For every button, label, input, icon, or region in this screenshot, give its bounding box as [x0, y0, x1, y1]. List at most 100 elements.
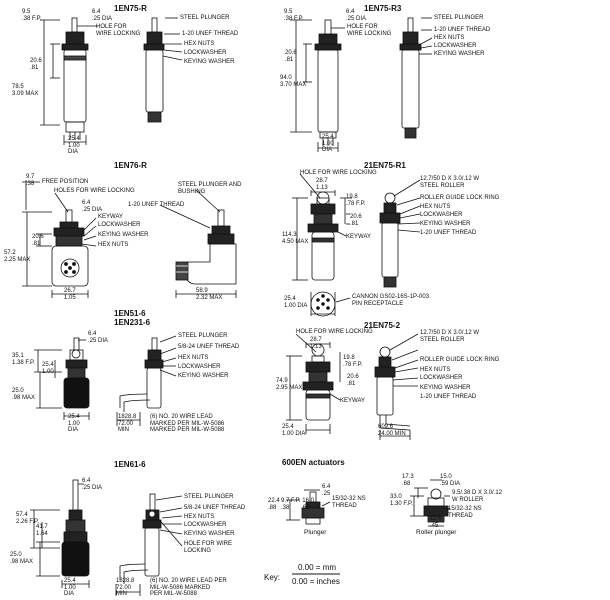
label-1en51-keying: KEYING WASHER [178, 373, 229, 379]
dim-1en51-bottom: 25.4 1.00 DIA [68, 414, 80, 433]
dim-21en752-lead: 609.6 24.00 MIN [378, 424, 406, 437]
title-1en61-6: 1EN61-6 [114, 460, 146, 469]
switch-21en75-2-drawing [286, 333, 419, 440]
dim-1en75r-bottom: 25.4 1.00 DIA [68, 136, 80, 155]
label-1en76r-lockwasher: LOCKWASHER [98, 222, 141, 228]
label-21en75r1-guide: ROLLER GUIDE LOCK RING [420, 195, 500, 201]
label-1en76r-plunger-bushing: STEEL PLUNGER AND BUSHING [178, 182, 242, 195]
dim-roller-bottom: 11.4 .45 [430, 516, 442, 529]
label-roller-spec: 9.5/.38 D X 3.0/.12 W ROLLER [452, 490, 503, 503]
label-21en752-thread: 1-20 UNEF THREAD [420, 394, 477, 400]
title-21en75-2: 21EN75-2 [364, 321, 401, 330]
label-1en75r3-hex: HEX NUTS [434, 35, 465, 41]
label-1en61-hole: HOLE FOR WIRE LOCKING [184, 541, 233, 554]
dim-21en752-top: 28.7 1.13 [310, 337, 322, 350]
label-21en752-guide: ROLLER GUIDE LOCK RING [420, 357, 500, 363]
dim-1en75r-side: 20.6 .81 [30, 58, 42, 71]
label-21en75r1-cannon: CANNON GS02-16S-1P-003 PIN RECEPTACLE [352, 294, 430, 307]
label-21en75r1-thread: 1-20 UNEF THREAD [420, 230, 477, 236]
label-21en75r1-keyway: KEYWAY [346, 234, 372, 240]
dim-21en752-dia: 25.4 1.00 DIA [282, 424, 306, 437]
label-1en75r3-steel-plunger: STEEL PLUNGER [434, 15, 484, 21]
dim-1en75r3-dia: 6.4 .25 DIA [346, 9, 367, 22]
title-1en75-r3: 1EN75-R3 [364, 4, 402, 13]
switch-21en75-r1-drawing [292, 173, 421, 317]
dim-1en76r-right: 58.9 2.32 MAX [196, 288, 223, 301]
label-roller-thread: 15/32-32 NS THREAD [448, 506, 482, 519]
dim-1en51-max: 25.0 .98 MAX [12, 388, 36, 401]
dim-roller-dia: 15.0 .59 DIA [440, 474, 461, 487]
dim-21en75r1-fp: 19.8 .78 F.P. [346, 194, 366, 207]
dim-1en51-mid: 25.4 1.00 [42, 362, 54, 375]
label-21en75r1-roller: 12.7/50 D X 3.0/.12 W STEEL ROLLER [420, 176, 480, 189]
label-1en75r3-keying: KEYING WASHER [434, 51, 485, 57]
label-1en61-thread: 5/8-24 UNEF THREAD [184, 505, 246, 511]
dim-plunger-top: 22.4 .88 [268, 498, 280, 511]
label-1en76r-keying: KEYING WASHER [98, 232, 149, 238]
dim-1en61-dia: 6.4 .25 DIA [82, 478, 103, 491]
dim-21en752-max: 74.9 2.95 MAX [276, 378, 303, 391]
label-1en76r-thread: 1-20 UNEF THREAD [128, 202, 185, 208]
switch-1en75-r-drawing [40, 17, 183, 145]
dim-21en752-side: 20.6 .81 [347, 374, 359, 387]
switch-1en75-r3-drawing [290, 17, 433, 152]
dim-1en75r3-max: 94.0 3.70 MAX [280, 75, 307, 88]
label-1en75r-hole: HOLE FOR WIRE LOCKING [96, 24, 141, 37]
dim-1en76r-max: 57.2 2.25 MAX [4, 250, 31, 263]
label-1en76r-free-position: FREE POSITION [42, 179, 89, 185]
dim-21en75r1-max: 114.3 4.50 MAX [282, 232, 309, 245]
dim-21en75r1-dia: 25.4 1.00 DIA [284, 296, 308, 309]
dim-1en75r3-side: 20.6 .81 [285, 50, 297, 63]
label-21en752-roller: 12.7/50 D X 3.0/.12 W STEEL ROLLER [420, 330, 480, 343]
dim-1en61-mid: 41.7 1.64 [36, 524, 48, 537]
dim-plunger-dia: 6.4 .25 [322, 484, 331, 497]
label-1en75r3-lockwasher: LOCKWASHER [434, 43, 477, 49]
label-21en752-lockwasher: LOCKWASHER [420, 375, 463, 381]
label-1en51-steel-plunger: STEEL PLUNGER [178, 333, 228, 339]
dim-1en76r-top: 9.7 .38 [26, 174, 35, 187]
switch-1en76-r-drawing [22, 180, 237, 298]
dim-1en51-top: 35.1 1.38 F.P. [12, 353, 35, 366]
dim-1en61-lead: 1828.8 72.00 MIN [116, 578, 135, 597]
key-inches: 0.00 = inches [292, 577, 340, 586]
label-1en61-lead: (6) NO. 20 WIRE LEAD PER MIL-W-5086 MARK… [150, 578, 227, 597]
label-21en752-hole: HOLE FOR WIRE LOCKING [296, 329, 373, 335]
label-1en61-lockwasher: LOCKWASHER [184, 522, 227, 528]
dim-1en75r-max: 78.5 3.09 MAX [12, 84, 39, 97]
label-21en75r1-keying: KEYING WASHER [420, 221, 471, 227]
label-1en51-lead: (6) NO. 20 WIRE LEAD MARKED PER MIL-W-50… [150, 414, 225, 433]
key-mm: 0.00 = mm [298, 563, 337, 572]
actuator-plunger-drawing [286, 489, 331, 525]
dim-roller-top: 17.3 .68 [402, 474, 414, 487]
label-1en75r-steel-plunger: STEEL PLUNGER [180, 15, 230, 21]
label-21en752-keyway: KEYWAY [340, 398, 366, 404]
dim-1en61-bottom: 25.4 1.00 DIA [64, 578, 76, 597]
dim-roller-fp: 33.0 1.30 F.P. [390, 494, 413, 507]
title-1en75-r: 1EN75-R [114, 4, 147, 13]
dim-1en75r3-fp: 9.5 .38 F.P. [284, 9, 304, 22]
label-1en51-hex: HEX NUTS [178, 355, 209, 361]
label-1en75r3-hole: HOLE FOR WIRE LOCKING [347, 24, 392, 37]
dim-1en76r-side: 20.6 .81 [32, 234, 44, 247]
dim-1en75r-dia: 6.4 .25 DIA [92, 9, 113, 22]
title-1en51-6: 1EN51-6 [114, 309, 146, 318]
dim-21en752-fp: 19.8 .78 F.P. [343, 355, 363, 368]
dim-21en75r1-side: 20.6 .81 [350, 214, 362, 227]
dim-1en75r-fp: 9.5 .38 F.P. [22, 9, 42, 22]
label-1en76r-keyway: KEYWAY [98, 214, 124, 220]
dim-1en51-lead: 1828.8 72.00 MIN [118, 414, 137, 433]
title-21en75-r1: 21EN75-R1 [364, 161, 406, 170]
label-1en51-lockwasher: LOCKWASHER [178, 364, 221, 370]
label-plunger: Plunger [304, 529, 327, 536]
title-600en-actuators: 600EN actuators [282, 458, 345, 467]
label-21en752-hex: HEX NUTS [420, 367, 451, 373]
label-1en75r-keying: KEYING WASHER [184, 59, 235, 65]
label-1en75r-thread: 1-20 UNEF THREAD [182, 31, 239, 37]
dim-1en51-dia: 6.4 .25 DIA [88, 331, 109, 344]
label-21en75r1-hex: HEX NUTS [420, 204, 451, 210]
label-1en75r-hex: HEX NUTS [184, 41, 215, 47]
key-label: Key: [264, 573, 281, 582]
dim-1en76r-dia: 6.4 .25 DIA [82, 200, 103, 213]
label-1en61-hex: HEX NUTS [184, 514, 215, 520]
label-1en76r-holes: HOLES FOR WIRE LOCKING [54, 188, 135, 194]
